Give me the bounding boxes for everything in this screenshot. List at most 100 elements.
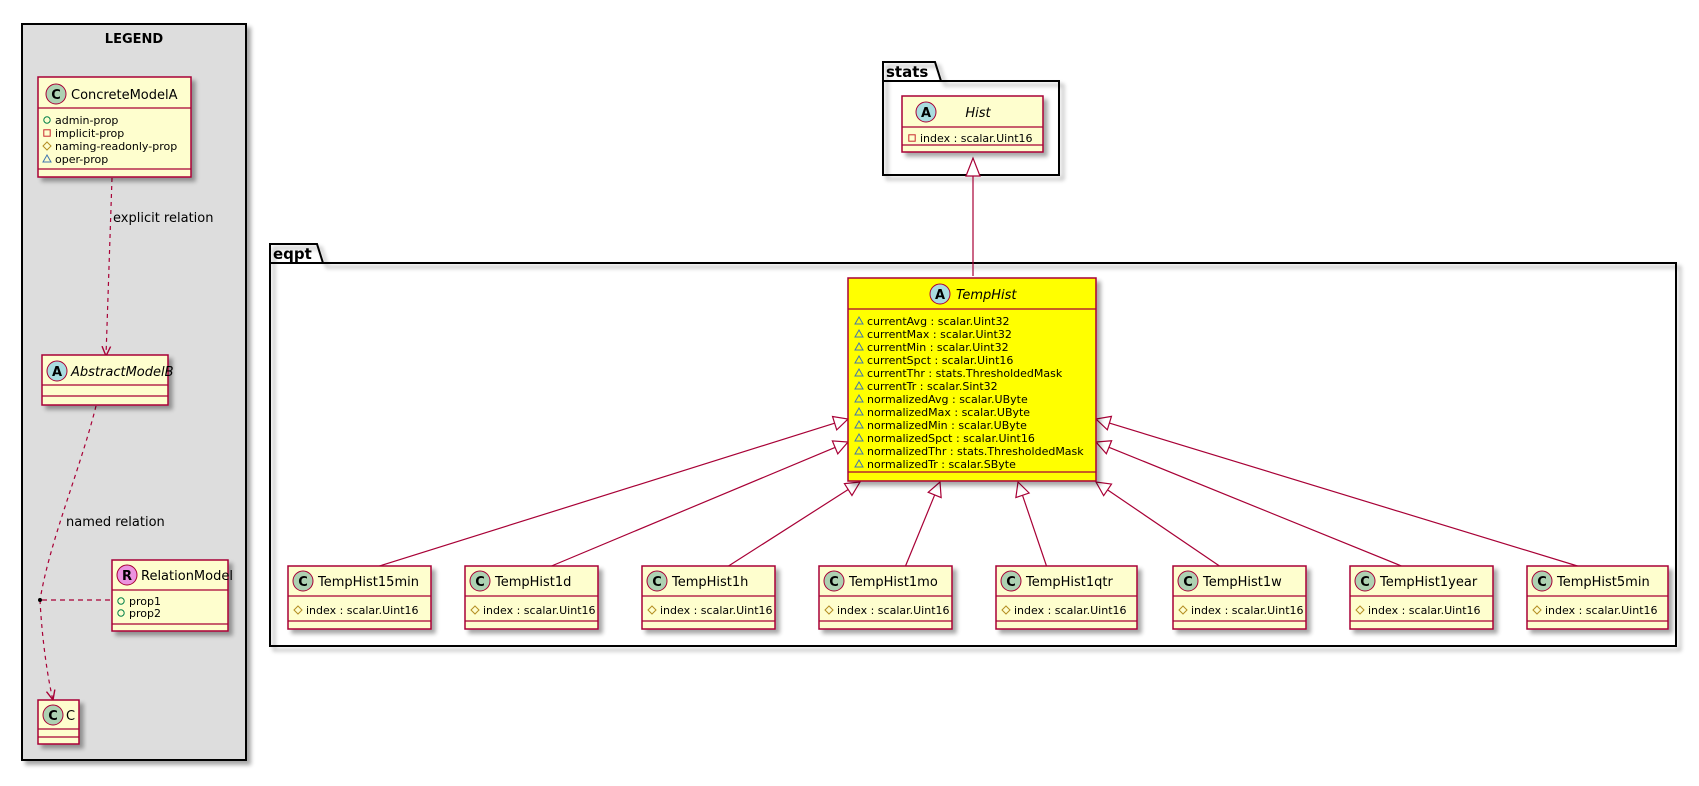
public-visibility-icon — [117, 609, 125, 617]
generalization-arrowhead — [831, 440, 850, 455]
package-visibility-icon — [42, 153, 52, 163]
package-stats: stats — [882, 61, 1060, 176]
class-badge-letter: C — [1006, 575, 1016, 590]
generalization-edge — [1107, 489, 1220, 567]
generalization-edge — [1109, 422, 1578, 567]
field-text: currentAvg : scalar.Uint32 — [867, 315, 1009, 328]
package-visibility-icon — [854, 419, 864, 429]
class-badge-letter: C — [652, 575, 662, 590]
class-name: AbstractModelB — [70, 365, 174, 380]
class-name: TempHist1d — [494, 575, 571, 590]
generalization-edge — [728, 489, 849, 567]
class-badge-icon — [1000, 570, 1022, 592]
named-relation-edge-upper — [39, 405, 97, 601]
class-badge-letter: C — [298, 575, 308, 590]
legend-title: LEGEND — [105, 32, 164, 47]
legend-c-class[interactable]: C C — [37, 699, 80, 745]
class-badge-icon — [1354, 570, 1376, 592]
class-temphist1qtr[interactable]: C TempHist1qtr index : scalar.Uint16 — [995, 565, 1138, 630]
field-text: currentTr : scalar.Sint32 — [867, 380, 998, 393]
class-name: TempHist1h — [671, 575, 748, 590]
field-text: naming-readonly-prop — [55, 140, 177, 153]
explicit-relation-label: explicit relation — [113, 211, 213, 226]
class-fields: index : scalar.Uint16 — [908, 132, 1033, 145]
class-badge-letter: C — [1537, 575, 1547, 590]
generalization-arrowhead — [927, 480, 942, 499]
explicit-relation-edge — [106, 177, 113, 356]
class-badge-icon — [1531, 570, 1553, 592]
class-name: TempHist1qtr — [1025, 575, 1114, 590]
protected-visibility-icon — [293, 605, 303, 615]
protected-visibility-icon — [1532, 605, 1542, 615]
field-text: currentThr : stats.ThresholdedMask — [867, 367, 1063, 380]
public-visibility-icon — [117, 597, 125, 605]
protected-visibility-icon — [1355, 605, 1365, 615]
class-badge-letter: C — [1183, 575, 1193, 590]
class-name: TempHist1year — [1379, 575, 1478, 590]
field-text: normalizedTr : scalar.SByte — [867, 458, 1016, 471]
relation-badge-icon — [116, 564, 138, 586]
abstract-badge-icon — [915, 101, 937, 123]
package-label: eqpt — [273, 245, 312, 263]
generalization-arrowhead — [831, 415, 850, 431]
abstract-badge-icon — [46, 360, 68, 382]
class-badge-letter: C — [51, 88, 61, 103]
protected-visibility-icon — [824, 605, 834, 615]
field-text: index : scalar.Uint16 — [837, 604, 950, 617]
field-text: index : scalar.Uint16 — [1014, 604, 1127, 617]
protected-visibility-icon — [1001, 605, 1011, 615]
package-visibility-icon — [854, 367, 864, 377]
class-fields: admin-propimplicit-propnaming-readonly-p… — [42, 114, 177, 166]
named-relation-edge-lower — [39, 599, 53, 700]
field-text: index : scalar.Uint16 — [306, 604, 419, 617]
class-badge-icon — [292, 570, 314, 592]
class-hist[interactable]: A Hist index : scalar.Uint16 — [901, 95, 1044, 153]
package-visibility-icon — [854, 393, 864, 403]
class-name: TempHist15min — [317, 575, 419, 590]
generalization-arrowhead — [843, 481, 862, 497]
field-text: index : scalar.Uint16 — [920, 132, 1033, 145]
class-temphist1h[interactable]: C TempHist1h index : scalar.Uint16 — [641, 565, 776, 630]
protected-visibility-icon — [647, 605, 657, 615]
legend-concrete-class[interactable]: C ConcreteModelA admin-propimplicit-prop… — [37, 76, 192, 178]
private-visibility-icon — [43, 129, 51, 137]
package-visibility-icon — [854, 380, 864, 390]
field-text: prop2 — [129, 607, 161, 620]
generalization-arrowhead — [1015, 480, 1031, 499]
class-name: RelationModel — [141, 569, 233, 584]
package-eqpt: eqpt — [269, 243, 1677, 647]
legend-abstract-class[interactable]: A AbstractModelB — [41, 354, 174, 406]
class-badge-icon — [646, 570, 668, 592]
field-text: normalizedMax : scalar.UByte — [867, 406, 1030, 419]
relation-join-point — [38, 598, 42, 602]
legend-relations: explicit relation named relation — [38, 177, 213, 700]
private-visibility-icon — [908, 134, 916, 142]
protected-visibility-icon — [470, 605, 480, 615]
class-name: TempHist — [956, 288, 1017, 303]
class-name: TempHist5min — [1556, 575, 1650, 590]
package-visibility-icon — [854, 432, 864, 442]
named-relation-label: named relation — [66, 515, 165, 530]
class-temphist[interactable]: A TempHist currentAvg : scalar.Uint32cur… — [847, 277, 1097, 482]
class-badge-icon — [469, 570, 491, 592]
generalization-arrowhead — [1094, 481, 1113, 497]
field-text: normalizedAvg : scalar.UByte — [867, 393, 1028, 406]
field-text: index : scalar.Uint16 — [660, 604, 773, 617]
class-temphist15min[interactable]: C TempHist15min index : scalar.Uint16 — [287, 565, 432, 630]
field-text: normalizedMin : scalar.UByte — [867, 419, 1027, 432]
package-visibility-icon — [854, 445, 864, 455]
field-text: index : scalar.Uint16 — [483, 604, 596, 617]
generalization-edge — [904, 494, 936, 567]
field-text: index : scalar.Uint16 — [1191, 604, 1304, 617]
field-text: prop1 — [129, 595, 161, 608]
field-text: currentMax : scalar.Uint32 — [867, 328, 1012, 341]
abstract-badge-icon — [929, 283, 951, 305]
class-badge-icon — [45, 83, 67, 105]
